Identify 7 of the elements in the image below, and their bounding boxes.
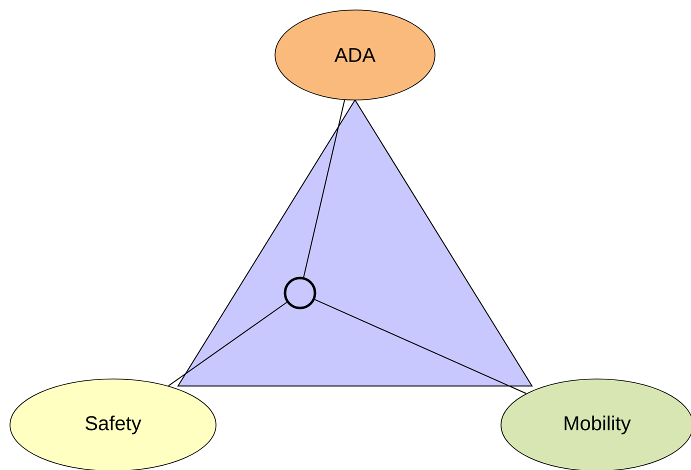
ellipse-node: Safety [10,378,216,470]
connector-line [314,299,527,394]
ellipse-node: Mobility [500,378,691,470]
ellipse-node: ADA [274,10,436,100]
junction-circle [284,276,316,310]
connector-line [168,302,288,386]
connector-line [303,100,346,278]
